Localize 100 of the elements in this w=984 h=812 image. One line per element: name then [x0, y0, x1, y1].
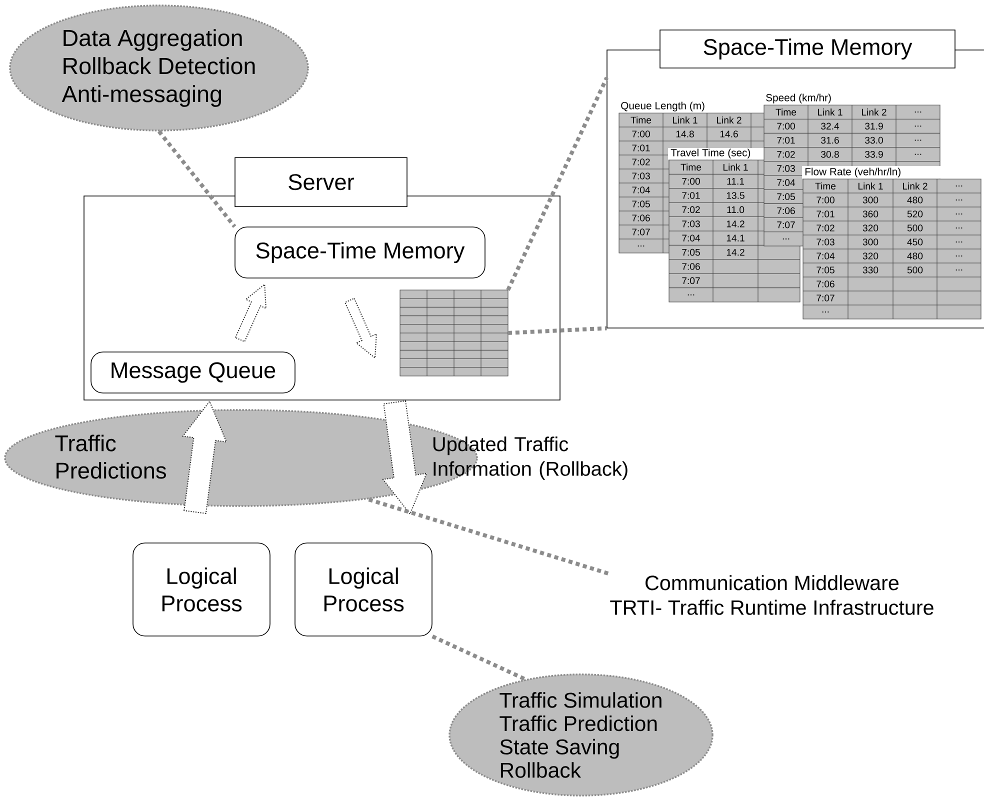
time-label: 7:02	[682, 206, 700, 214]
cell-value: 320	[862, 224, 878, 232]
cell-value: ...	[956, 241, 962, 242]
time-label: 7:07	[816, 294, 834, 302]
column-header: Time	[680, 164, 702, 171]
time-label: ...	[688, 294, 694, 296]
arrow-label: Traffic Predictions	[55, 434, 166, 479]
time-label: 7:00	[777, 122, 795, 130]
cell-value: ...	[956, 227, 962, 228]
cell-value: 500	[907, 224, 923, 232]
table-title: Flow Rate (veh/hr/ln)	[802, 166, 981, 179]
column-header: ...	[914, 112, 922, 113]
time-label: 7:06	[632, 214, 650, 222]
time-label: 7:00	[632, 130, 650, 138]
cell-value: 11.1	[727, 178, 744, 185]
column-header: Link 1	[673, 116, 698, 124]
cell-value: 14.2	[726, 220, 744, 228]
cell-value: ...	[914, 140, 922, 141]
time-label: 7:02	[777, 150, 795, 158]
time-label: 7:00	[682, 178, 700, 185]
cell-value: 520	[907, 210, 923, 218]
time-label: 7:04	[632, 186, 650, 194]
time-label: 7:01	[816, 210, 834, 218]
cell-value: ...	[914, 154, 922, 155]
time-label: 7:06	[777, 207, 795, 214]
cell-value: 480	[907, 252, 923, 260]
cell-value: 500	[907, 266, 923, 274]
column-header: Link 2	[717, 116, 742, 124]
time-label: 7:01	[682, 192, 700, 199]
cell-value: 33.0	[865, 136, 883, 144]
time-label: 7:02	[632, 158, 650, 166]
time-label: 7:01	[777, 136, 795, 144]
cell-value: 14.8	[676, 130, 694, 138]
cell-value: 14.6	[720, 130, 738, 138]
cell-value: 31.6	[821, 136, 839, 144]
time-label: 7:03	[777, 165, 795, 172]
column-header: Link 1	[724, 164, 748, 171]
cell-value: ...	[956, 269, 962, 270]
time-label: ...	[822, 311, 829, 312]
middleware-label: Communication Middleware TRTI- Traffic Runtime Infrastructure	[610, 575, 934, 615]
time-label: 7:01	[632, 144, 650, 152]
queue-box: Message Queue	[90, 352, 296, 394]
cell-value: 300	[862, 196, 878, 204]
block-arrow	[382, 400, 428, 516]
connector-line	[367, 497, 609, 576]
cell-value: ...	[956, 199, 962, 200]
cell-value: 32.4	[821, 122, 840, 130]
cell-value: 300	[862, 238, 878, 246]
cell-value: 480	[907, 196, 923, 204]
time-label: 7:05	[816, 266, 834, 274]
column-header: Link 2	[862, 108, 886, 116]
time-label: 7:05	[777, 193, 795, 200]
time-label: 7:05	[632, 200, 650, 208]
time-label: 7:06	[682, 263, 700, 270]
time-label: 7:04	[682, 234, 700, 242]
cell-value: 320	[862, 252, 878, 260]
arrow-label: Updated Traffic Information (Rollback)	[433, 436, 628, 480]
block-arrow	[234, 283, 267, 342]
cell-value: 33.9	[865, 150, 883, 158]
cell-value: ...	[956, 213, 962, 214]
cell-value: ...	[956, 255, 962, 256]
cell-value: 450	[907, 238, 923, 246]
time-label: 7:00	[816, 196, 834, 204]
column-header: Time	[815, 182, 836, 190]
time-label: 7:07	[777, 221, 795, 228]
table-thumbnail	[400, 290, 508, 376]
process-box: Logical Process	[294, 542, 432, 636]
time-label: 7:07	[632, 228, 650, 236]
connector-line	[157, 130, 236, 228]
column-header: Time	[630, 116, 652, 124]
cell-value: 30.8	[821, 150, 839, 158]
cell-value: 360	[862, 210, 878, 218]
cell-value: 11.0	[727, 206, 744, 214]
time-label: 7:06	[816, 280, 834, 288]
node-label: Server	[288, 174, 354, 190]
time-label: 7:03	[682, 220, 700, 228]
column-header: Link 1	[858, 182, 883, 190]
time-label: 7:05	[682, 248, 700, 256]
time-label: 7:04	[816, 252, 835, 260]
time-label: 7:07	[682, 277, 700, 284]
cell-value: 330	[862, 266, 878, 274]
storage-box: Space-Time Memory	[234, 226, 486, 278]
process-box: Logical Process	[132, 542, 270, 636]
time-label: 7:02	[816, 224, 834, 232]
cell-value: 13.5	[726, 192, 744, 199]
column-header: Link 1	[818, 108, 842, 116]
cell-value: ...	[914, 126, 922, 127]
column-header: Time	[776, 108, 796, 116]
time-label: 7:03	[632, 172, 650, 180]
cell-value: 31.9	[865, 122, 883, 130]
cell-value: 14.2	[726, 248, 744, 256]
connector-line	[506, 76, 609, 291]
connector-line	[432, 634, 526, 682]
time-label: ...	[638, 245, 644, 246]
cell-value: 14.1	[726, 234, 744, 242]
time-label: 7:04	[777, 179, 796, 186]
connector-line	[508, 326, 607, 335]
time-label: ...	[782, 238, 790, 240]
time-label: 7:03	[816, 238, 834, 246]
column-header: ...	[956, 185, 962, 186]
